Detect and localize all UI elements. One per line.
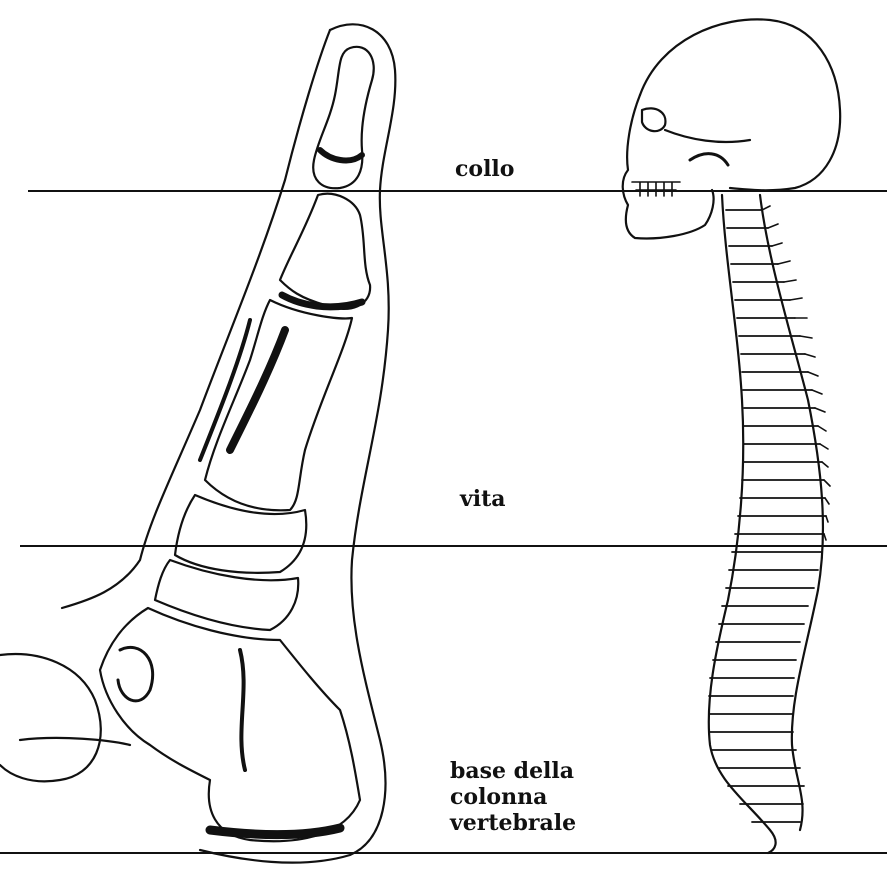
spine-vertebrae-marks bbox=[709, 210, 826, 822]
spine-base-label-line-3: vertebrale bbox=[450, 810, 576, 836]
reference-lines bbox=[0, 191, 887, 853]
middle-phalanx bbox=[280, 194, 370, 309]
skull-teeth bbox=[632, 182, 680, 196]
distal-phalanx-shadow bbox=[320, 150, 362, 160]
skull bbox=[640, 19, 840, 190]
carpal-shadow bbox=[210, 828, 340, 835]
palm-bulge bbox=[0, 654, 101, 781]
metacarpal-head bbox=[175, 495, 306, 573]
skull-face bbox=[623, 95, 714, 238]
spine-front bbox=[709, 195, 776, 853]
skull-and-spine-illustration bbox=[623, 19, 840, 853]
carpal-detail bbox=[240, 650, 245, 770]
carpal-block-2 bbox=[100, 608, 360, 841]
carpal-detail-2 bbox=[118, 647, 153, 701]
middle-joint-shadow bbox=[282, 295, 362, 307]
skull-cheek bbox=[665, 130, 750, 142]
distal-phalanx bbox=[313, 47, 374, 188]
finger-outline-left bbox=[62, 30, 330, 608]
spine bbox=[709, 195, 830, 853]
finger-bones-illustration bbox=[0, 24, 395, 862]
spine-base-label: base della colonna vertebrale bbox=[450, 758, 576, 836]
waist-label: vita bbox=[460, 486, 506, 512]
spine-base-label-line-2: colonna bbox=[450, 784, 576, 810]
skull-jaw bbox=[690, 154, 728, 165]
palm-bulge-2 bbox=[20, 738, 130, 745]
spine-back bbox=[760, 195, 823, 830]
spine-base-label-line-1: base della bbox=[450, 758, 576, 784]
skull-eye bbox=[642, 108, 665, 131]
proximal-phalanx bbox=[205, 300, 352, 510]
neck-label: collo bbox=[455, 156, 514, 182]
